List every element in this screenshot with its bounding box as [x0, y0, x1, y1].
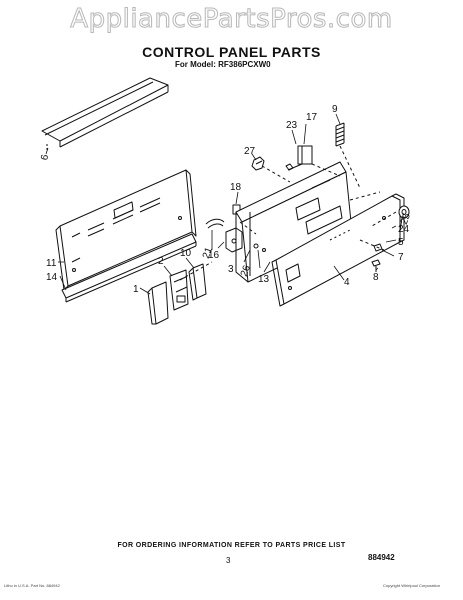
callout-10: 10 — [180, 248, 192, 259]
callout-numbers: 1 2 3 4 5 6 7 8 9 10 11 13 14 16 17 18 2… — [39, 104, 413, 295]
callout-25: 25 — [399, 212, 413, 227]
leader-lines — [45, 113, 403, 295]
callout-14: 14 — [46, 272, 58, 283]
page-title: CONTROL PANEL PARTS — [142, 44, 321, 60]
model-number: RF386PCXW0 — [218, 60, 271, 69]
callout-16: 16 — [208, 250, 220, 261]
part-27-knob — [251, 156, 265, 171]
callout-13: 13 — [258, 274, 270, 285]
model-line: For Model: RF386PCXW0 — [175, 60, 271, 69]
callout-2: 2 — [158, 256, 164, 267]
page-number: 3 — [226, 556, 231, 565]
part-9-spring — [335, 122, 345, 147]
callout-26: 26 — [239, 264, 253, 279]
callout-6: 6 — [39, 153, 51, 161]
part-2-switch — [169, 269, 189, 311]
callout-27: 27 — [244, 146, 256, 157]
callout-9: 9 — [332, 104, 338, 115]
callout-18: 18 — [230, 182, 242, 193]
assembly-lines — [179, 145, 397, 281]
callout-7: 7 — [398, 252, 404, 263]
part-8-screw — [371, 259, 381, 272]
part-17-timer — [285, 145, 313, 171]
part-4-faceplate — [271, 193, 405, 307]
model-label: For Model: — [175, 60, 216, 69]
part-16-end-bracket — [225, 227, 243, 253]
part-10-clip — [188, 263, 207, 301]
part-top-trim — [41, 77, 169, 150]
fine-print-left: Litho in U.S.A. Part No. 884942 — [4, 583, 60, 588]
callout-24: 24 — [398, 224, 410, 235]
document-number: 884942 — [368, 553, 395, 562]
part-25-knob — [398, 205, 410, 219]
callout-1: 1 — [133, 284, 139, 295]
watermark: AppliancePartsPros.com — [70, 4, 393, 35]
part-1-bracket — [147, 281, 169, 325]
callout-11: 11 — [46, 258, 57, 269]
callout-8: 8 — [373, 272, 379, 283]
callout-5: 5 — [398, 237, 404, 248]
part-backsplash-panel — [55, 169, 197, 291]
ordering-note: FOR ORDERING INFORMATION REFER TO PARTS … — [117, 542, 346, 549]
part-21-clip — [205, 218, 225, 229]
callout-17: 17 — [306, 112, 318, 123]
callout-4: 4 — [344, 277, 350, 288]
part-lower-trim — [61, 233, 197, 303]
callout-3: 3 — [228, 264, 234, 275]
callout-21: 21 — [201, 246, 215, 261]
callout-23: 23 — [286, 120, 298, 131]
fine-print-right: Copyright Whirlpool Corporation — [383, 583, 440, 588]
